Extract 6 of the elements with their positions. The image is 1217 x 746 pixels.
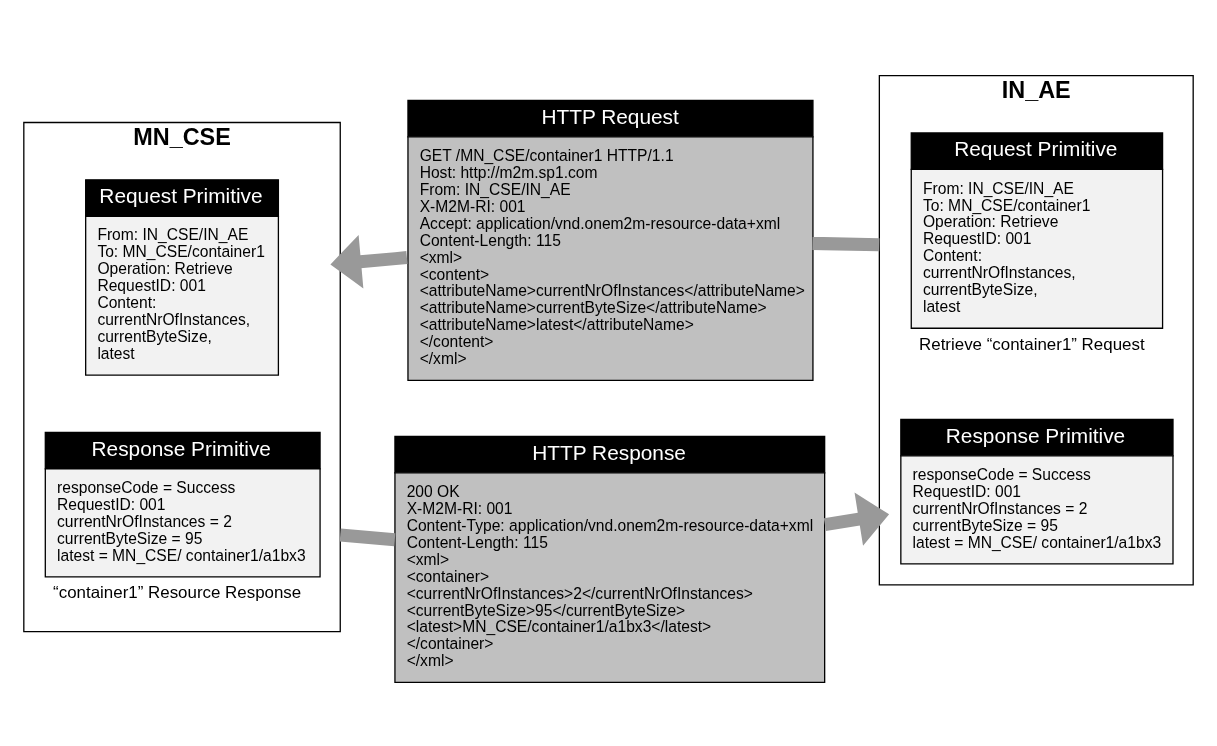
- node-label: Retrieve “container1” Request: [919, 334, 1145, 354]
- node-label: “container1” Resource Response: [53, 582, 302, 602]
- arrow: [823, 492, 890, 546]
- connector: [812, 236, 880, 251]
- arrow: [330, 234, 408, 288]
- connector: [339, 527, 396, 546]
